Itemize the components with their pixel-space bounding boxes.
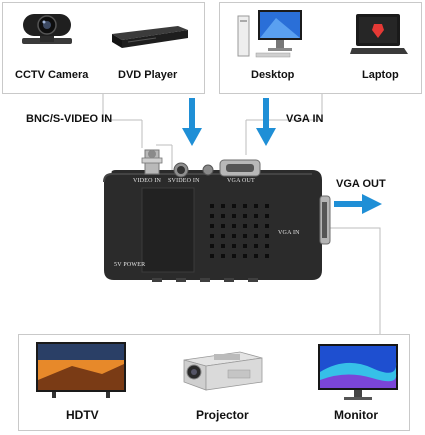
- vent-hole: [254, 234, 258, 238]
- vent-hole: [254, 244, 258, 248]
- vent-hole: [210, 254, 214, 258]
- vent-hole: [232, 254, 236, 258]
- vent-hole: [210, 234, 214, 238]
- vent-hole: [221, 234, 225, 238]
- vent-hole: [210, 244, 214, 248]
- laptop-label: Laptop: [362, 69, 399, 81]
- vent-hole: [265, 254, 269, 258]
- arrow-down-icon: [182, 98, 202, 146]
- vent-hole: [254, 224, 258, 228]
- cctv-camera-label: CCTV Camera: [15, 69, 89, 81]
- webcam-icon: [22, 14, 72, 44]
- vent-hole: [232, 214, 236, 218]
- vent-hole: [221, 204, 225, 208]
- dvd-player-label: DVD Player: [118, 69, 178, 81]
- hdtv-icon: [36, 342, 126, 398]
- vga-in-label: VGA IN: [286, 113, 324, 125]
- vent-hole: [210, 224, 214, 228]
- vent-hole: [232, 234, 236, 238]
- vent-hole: [254, 214, 258, 218]
- vent-hole: [232, 204, 236, 208]
- vent-hole: [265, 224, 269, 228]
- vga-out-label: VGA OUT: [336, 178, 386, 190]
- vent-hole: [265, 244, 269, 248]
- vent-hole: [221, 254, 225, 258]
- arrow-right-icon: [334, 194, 382, 214]
- device-video-in-label: VIDEO IN: [133, 178, 162, 184]
- vent-hole: [265, 204, 269, 208]
- vent-hole: [210, 214, 214, 218]
- vent-hole: [243, 244, 247, 248]
- vent-hole: [221, 214, 225, 218]
- device-vga-in-label: VGA IN: [278, 230, 300, 236]
- vent-hole: [232, 224, 236, 228]
- device-svideo-in-label: SVIDEO IN: [168, 178, 200, 184]
- vent-hole: [243, 254, 247, 258]
- dvd-player-icon: [112, 26, 188, 48]
- vent-hole: [221, 244, 225, 248]
- vent-hole: [243, 224, 247, 228]
- vent-hole: [243, 214, 247, 218]
- laptop-icon: [350, 14, 408, 54]
- vent-hole: [243, 204, 247, 208]
- vent-hole: [243, 234, 247, 238]
- bnc-svideo-in-label: BNC/S-VIDEO IN: [26, 113, 113, 125]
- arrow-down-icon: [256, 98, 276, 146]
- monitor-label: Monitor: [334, 408, 378, 422]
- vent-hole: [265, 234, 269, 238]
- projector-label: Projector: [196, 408, 249, 422]
- desktop-label: Desktop: [251, 69, 295, 81]
- desktop-icon: [237, 10, 302, 58]
- vent-hole: [210, 204, 214, 208]
- vga-converter-device: [103, 149, 331, 282]
- device-vga-out-label: VGA OUT: [227, 178, 255, 184]
- vent-hole: [221, 224, 225, 228]
- projector-icon: [183, 351, 263, 391]
- monitor-icon: [318, 344, 398, 400]
- vent-hole: [254, 254, 258, 258]
- vent-hole: [254, 204, 258, 208]
- device-power-label: 5V POWER: [114, 262, 146, 268]
- vent-hole: [265, 214, 269, 218]
- vent-hole: [232, 244, 236, 248]
- hdtv-label: HDTV: [66, 408, 99, 422]
